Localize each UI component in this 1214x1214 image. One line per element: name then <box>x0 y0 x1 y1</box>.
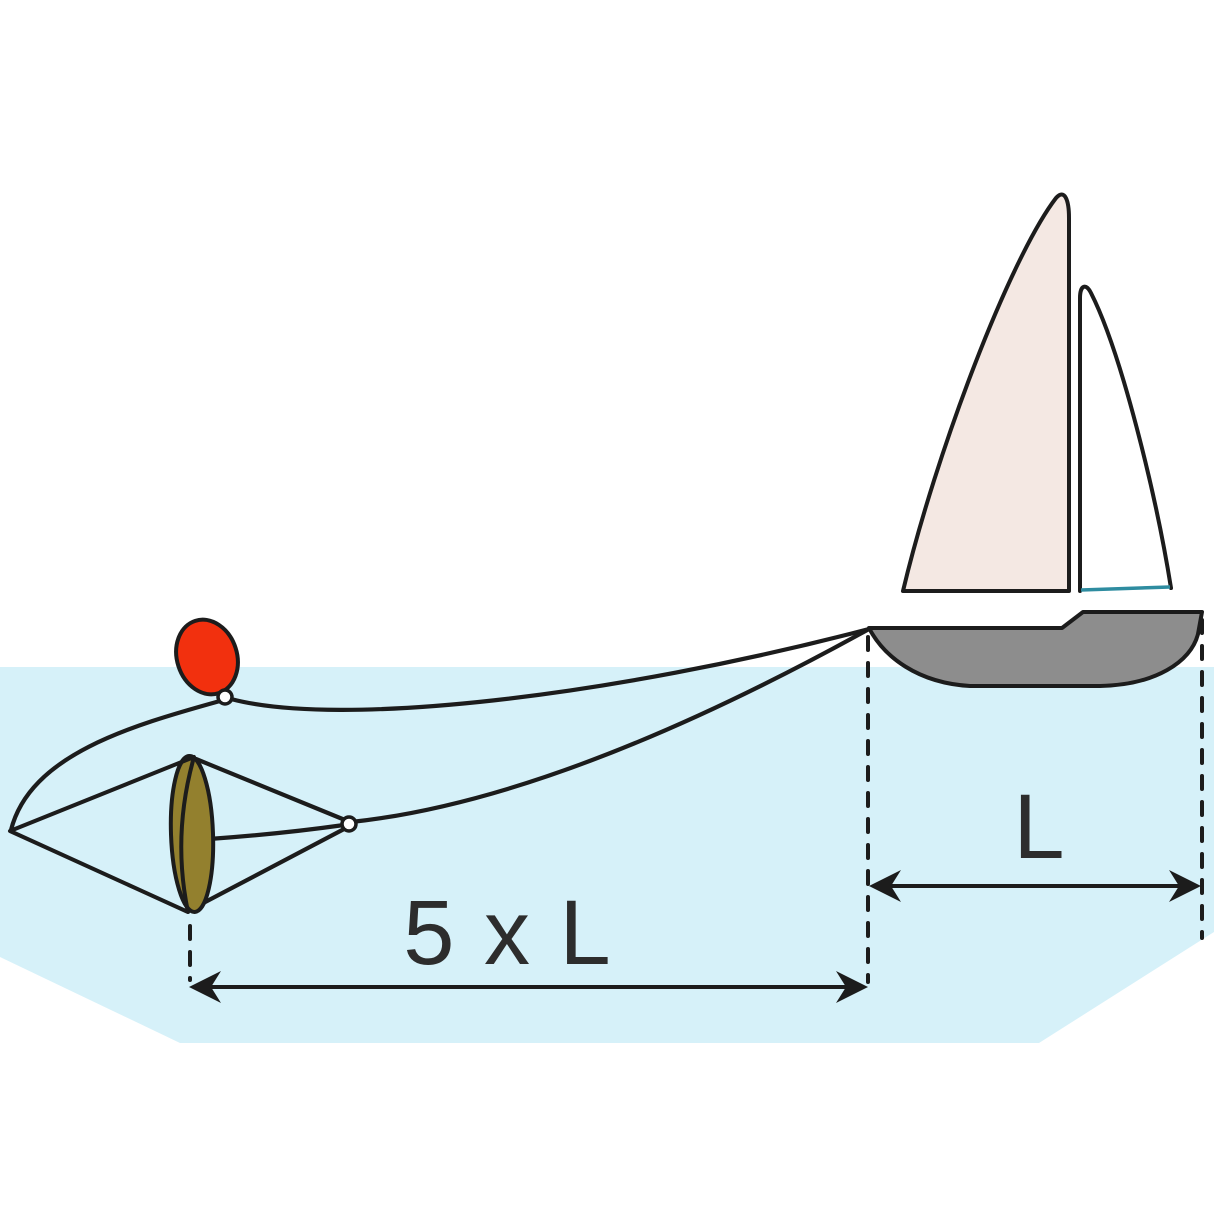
float-line-to-drogue <box>8 698 223 833</box>
trip-line-to-boat <box>228 626 872 712</box>
boat-length-label: L <box>1013 776 1066 878</box>
drogue-cone <box>8 755 196 914</box>
marker-buoy <box>174 617 240 706</box>
jib-foot-line <box>1080 585 1171 592</box>
dimension-boat-length: L <box>869 776 1201 902</box>
bridle-ring <box>340 815 358 833</box>
mainsail <box>901 192 1071 593</box>
sailboat <box>867 192 1204 688</box>
arrowhead-right-icon <box>1169 870 1201 902</box>
bridle-line-middle <box>206 822 347 842</box>
arrowhead-right-icon <box>836 971 868 1003</box>
bridle-line-top <box>193 756 348 823</box>
boat-hull <box>867 610 1204 688</box>
dimension-rode-length: 5 x L <box>189 882 868 1003</box>
jib-outline <box>1078 284 1173 593</box>
arrowhead-left-icon <box>189 971 221 1003</box>
jib <box>1080 286 1171 591</box>
rode-length-label: 5 x L <box>403 882 612 984</box>
rode-line <box>348 626 872 825</box>
water-body <box>0 667 1214 1043</box>
drogue-sea-anchor <box>8 754 358 914</box>
bridle-line-bottom <box>187 825 349 913</box>
arrowhead-left-icon <box>869 870 901 902</box>
buoy-ring <box>216 688 234 706</box>
